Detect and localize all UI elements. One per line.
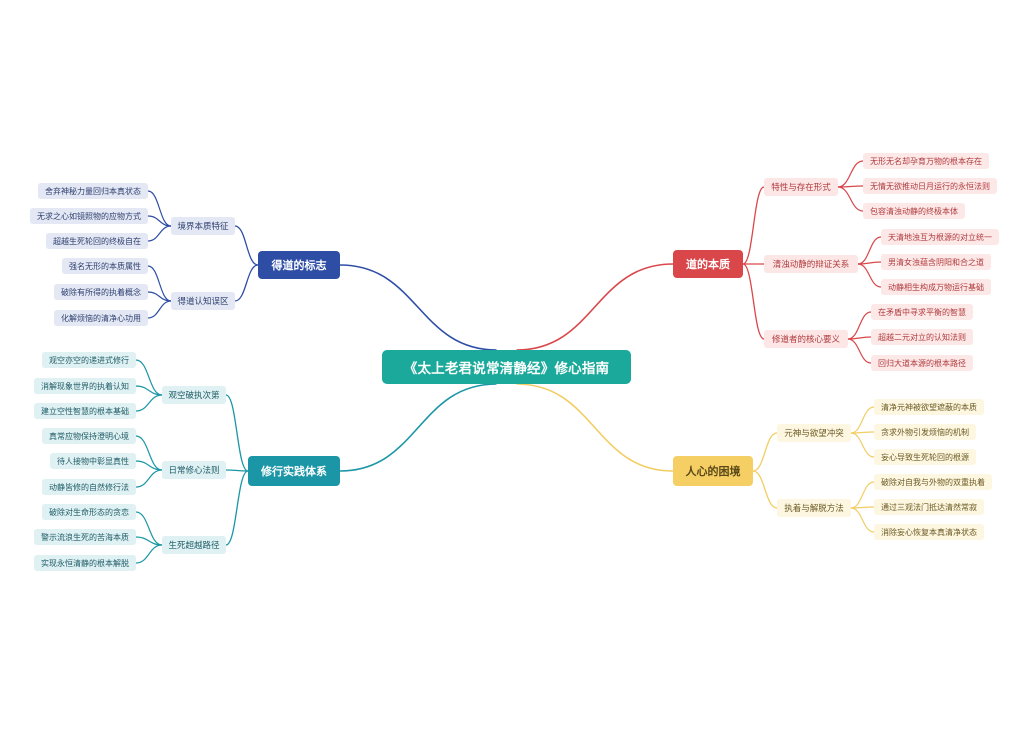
link-teal-sub-1 — [225, 394, 249, 472]
leaf-red-2-3[interactable]: 动静相生构成万物运行基础 — [881, 279, 991, 295]
main-topic-teal[interactable]: 修行实践体系 — [248, 456, 340, 486]
link-yellow-sub-2 — [752, 470, 778, 509]
subtopic-red-1[interactable]: 特性与存在形式 — [764, 178, 838, 196]
link-root-teal — [339, 383, 497, 472]
leaf-teal-1-1[interactable]: 观空亦空的递进式修行 — [42, 352, 136, 368]
link-yellow-1-2 — [850, 431, 875, 434]
link-yellow-2-1 — [850, 481, 875, 509]
leaf-teal-2-1[interactable]: 真常应物保持澄明心境 — [42, 428, 136, 444]
leaf-yellow-1-1[interactable]: 清净元神被欲望遮蔽的本质 — [874, 399, 984, 415]
link-blue-sub-2 — [234, 264, 259, 302]
link-red-2-1 — [857, 236, 882, 265]
root-topic[interactable]: 《太上老君说常清静经》修心指南 — [382, 350, 631, 384]
link-red-1-2 — [837, 185, 864, 188]
leaf-blue-2-2[interactable]: 破除有所得的执着概念 — [54, 284, 148, 300]
subtopic-blue-1[interactable]: 境界本质特征 — [171, 217, 235, 235]
leaf-teal-3-2[interactable]: 警示流浪生死的苦海本质 — [34, 529, 136, 545]
leaf-teal-3-3[interactable]: 实现永恒清静的根本解脱 — [34, 555, 136, 571]
link-red-3-3 — [847, 338, 872, 364]
link-red-3-1 — [847, 311, 872, 340]
link-teal-2-2 — [135, 460, 163, 471]
subtopic-teal-2[interactable]: 日常修心法则 — [162, 461, 226, 479]
link-yellow-sub-1 — [752, 432, 778, 472]
main-topic-red[interactable]: 道的本质 — [673, 250, 743, 278]
subtopic-yellow-1[interactable]: 元神与欲望冲突 — [777, 424, 851, 442]
link-root-red — [516, 263, 674, 351]
link-blue-1-1 — [147, 190, 172, 227]
link-yellow-2-3 — [850, 507, 875, 533]
link-red-3-2 — [847, 336, 872, 340]
link-yellow-2-2 — [850, 506, 875, 509]
leaf-red-1-2[interactable]: 无情无欲推动日月运行的永恒法则 — [863, 178, 997, 194]
subtopic-teal-3[interactable]: 生死超越路径 — [162, 536, 226, 554]
leaf-yellow-2-2[interactable]: 通过三观法门抵达清然常寂 — [874, 499, 984, 515]
subtopic-red-2[interactable]: 清浊动静的辩证关系 — [764, 255, 858, 273]
link-blue-sub-1 — [234, 225, 259, 266]
link-red-2-3 — [857, 263, 882, 288]
leaf-yellow-2-1[interactable]: 破除对自我与外物的双重执着 — [874, 474, 992, 490]
link-teal-1-1 — [135, 359, 163, 396]
leaf-red-2-1[interactable]: 天清地浊互为根源的对立统一 — [881, 229, 999, 245]
link-blue-2-1 — [147, 265, 172, 302]
link-teal-3-2 — [135, 536, 163, 546]
link-root-blue — [339, 264, 497, 351]
link-red-sub-1 — [742, 186, 765, 265]
link-yellow-1-3 — [850, 432, 875, 458]
link-teal-1-2 — [135, 385, 163, 396]
link-blue-1-3 — [147, 225, 172, 242]
leaf-red-3-3[interactable]: 回归大道本源的根本路径 — [871, 355, 973, 371]
subtopic-red-3[interactable]: 修道者的核心要义 — [764, 330, 848, 348]
leaf-red-1-3[interactable]: 包容清浊动静的终极本体 — [863, 203, 965, 219]
link-blue-2-3 — [147, 300, 172, 319]
link-blue-1-2 — [147, 215, 172, 227]
link-teal-3-1 — [135, 511, 163, 546]
link-blue-2-2 — [147, 291, 172, 302]
subtopic-yellow-2[interactable]: 执着与解脱方法 — [777, 499, 851, 517]
leaf-teal-2-2[interactable]: 待人接物中彰显真性 — [50, 453, 136, 469]
leaf-yellow-2-3[interactable]: 消除妄心恢复本真清净状态 — [874, 524, 984, 540]
leaf-blue-1-1[interactable]: 舍弃神秘力量回归本真状态 — [38, 183, 148, 199]
link-red-2-2 — [857, 261, 882, 265]
main-topic-blue[interactable]: 得道的标志 — [258, 251, 340, 279]
leaf-yellow-1-2[interactable]: 贪求外物引发烦恼的机制 — [874, 424, 976, 440]
link-red-sub-3 — [742, 263, 765, 340]
leaf-red-3-1[interactable]: 在矛盾中寻求平衡的智慧 — [871, 304, 973, 320]
leaf-yellow-1-3[interactable]: 妄心导致生死轮回的根源 — [874, 449, 976, 465]
leaf-red-3-2[interactable]: 超越二元对立的认知法则 — [871, 329, 973, 345]
link-red-1-1 — [837, 160, 864, 188]
link-teal-1-3 — [135, 394, 163, 412]
leaf-teal-2-3[interactable]: 动静皆修的自然修行法 — [42, 479, 136, 495]
subtopic-blue-2[interactable]: 得道认知误区 — [171, 292, 235, 310]
leaf-blue-1-2[interactable]: 无求之心如镜照物的应物方式 — [30, 208, 148, 224]
link-teal-sub-3 — [225, 470, 249, 546]
leaf-teal-1-3[interactable]: 建立空性智慧的根本基础 — [34, 403, 136, 419]
link-teal-2-3 — [135, 469, 163, 488]
link-teal-sub-2 — [225, 469, 249, 472]
main-topic-yellow[interactable]: 人心的困境 — [673, 456, 753, 486]
link-teal-3-3 — [135, 544, 163, 564]
link-teal-2-1 — [135, 435, 163, 471]
leaf-red-2-2[interactable]: 男清女浊蕴含阴阳和合之道 — [881, 254, 991, 270]
subtopic-teal-1[interactable]: 观空破执次第 — [162, 386, 226, 404]
leaf-blue-2-1[interactable]: 强名无形的本质属性 — [62, 258, 148, 274]
link-root-yellow — [516, 383, 674, 472]
leaf-red-1-1[interactable]: 无形无名却孕育万物的根本存在 — [863, 153, 989, 169]
link-red-1-3 — [837, 186, 864, 212]
leaf-blue-2-3[interactable]: 化解烦恼的清净心功用 — [54, 310, 148, 326]
leaf-teal-1-2[interactable]: 消解现象世界的执着认知 — [34, 378, 136, 394]
leaf-blue-1-3[interactable]: 超越生死轮回的终极自在 — [46, 233, 148, 249]
leaf-teal-3-1[interactable]: 破除对生命形态的贪恋 — [42, 504, 136, 520]
link-yellow-1-1 — [850, 406, 875, 434]
